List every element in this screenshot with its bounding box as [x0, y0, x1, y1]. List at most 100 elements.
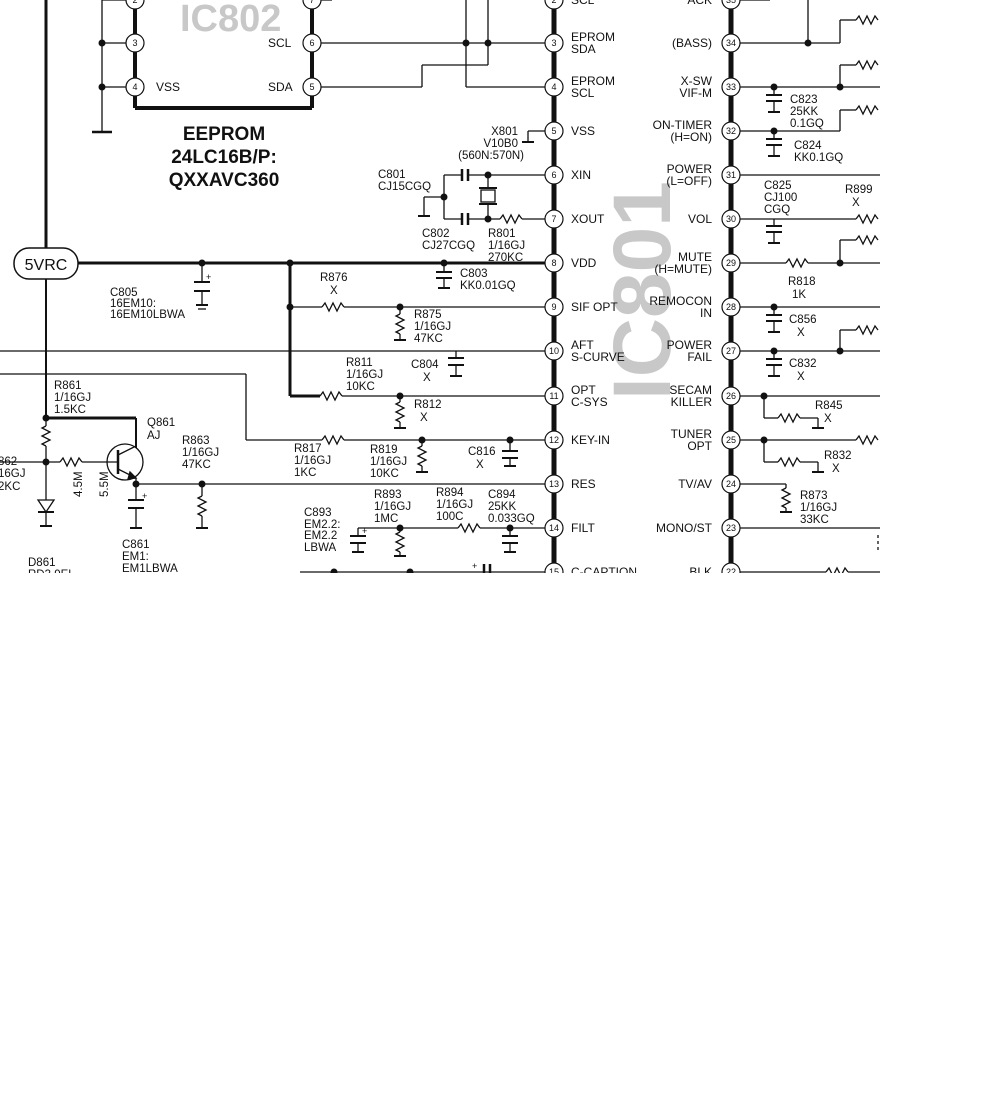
ic801-pin-32-label: (H=ON): [670, 130, 712, 144]
svg-text:+: +: [206, 272, 211, 282]
ic801-pin-34-circle: [721, 33, 741, 53]
r817-label-2: 1KC: [294, 467, 316, 479]
c824-label-0: C824: [794, 140, 822, 152]
ic801-pin-33-circle: [721, 77, 741, 97]
ic801-pin-10-label: S-CURVE: [571, 350, 625, 364]
ic802-pins: SCL SDA VSS: [156, 36, 293, 94]
c823-label-0: C823: [790, 94, 818, 106]
ic801-pin-28-label: IN: [700, 306, 712, 320]
r801-label-0: R801: [488, 228, 516, 240]
x801-label-0: X801: [491, 126, 518, 138]
ic801-pin-29-circle: [721, 253, 741, 273]
c823-label-2: 0.1GQ: [790, 118, 824, 130]
c894-label-2: 0.033GQ: [488, 513, 535, 525]
r893-label-0: R893: [374, 489, 402, 501]
ic801-pin-27-label: FAIL: [687, 350, 712, 364]
r845-label-0: R845: [815, 400, 843, 412]
c832-label-1: X: [797, 371, 805, 383]
r801-label-2: 270KC: [488, 252, 523, 264]
ic801-pin-26-label: KILLER: [671, 395, 713, 409]
r818-label-0: R818: [788, 276, 816, 288]
c801-label-1: CJ15CGQ: [378, 181, 431, 193]
ic801-pin-3-label: EPROM: [571, 30, 615, 44]
ic801-pin-31-number: 31: [726, 170, 736, 180]
ic802-name: IC802: [180, 0, 281, 40]
r861-label-1: 1/16GJ: [54, 392, 91, 404]
d861-label-0: D861: [28, 557, 56, 569]
ic801-pin-2-number: 2: [551, 0, 556, 5]
ic801-pin-32-number: 32: [726, 126, 736, 136]
r819-label-1: 1/16GJ: [370, 456, 407, 468]
ic802-caption-line-2: 24LC16B/P:: [171, 147, 277, 168]
ic801-pin-12-label: KEY-IN: [571, 433, 610, 447]
c816-label-1: X: [476, 459, 484, 471]
ic801-pin-11-number: 11: [549, 391, 558, 401]
ic802-pin-2-number: 2: [132, 0, 137, 5]
ic801-pin-4-label: EPROM: [571, 74, 615, 88]
ic801-pin-14-label: FILT: [571, 521, 595, 535]
r862-label-2: 2KC: [0, 481, 20, 493]
ic801-pin-15-label: C-CAPTION: [571, 565, 637, 579]
ic801-pin-35-circle: [721, 0, 741, 10]
ic801-pin-15-circle: [544, 562, 564, 573]
ic801-pin-2-label: SCL: [571, 0, 595, 7]
c825-label-2: CGQ: [764, 204, 790, 216]
ic801-pin-30-circle: [721, 209, 741, 229]
ic802-pin-3-number: 3: [132, 38, 137, 48]
svg-text:+: +: [472, 561, 477, 571]
r863-label-0: R863: [182, 435, 210, 447]
ic801-pin-5-circle: [544, 121, 564, 141]
ic801-pin-30-label: VOL: [688, 212, 712, 226]
c825-label-1: CJ100: [764, 192, 797, 204]
voltage-4-5m: 4.5M: [73, 471, 85, 497]
ic801-pin-26-number: 26: [726, 391, 736, 401]
c805-label-2: 16EM10LBWA: [110, 309, 185, 321]
r863-label-1: 1/16GJ: [182, 447, 219, 459]
ic801-pin-12-circle: [544, 430, 564, 450]
ic801-pin-11-circle: [544, 386, 564, 406]
x801-label-2: (560N:570N): [458, 150, 524, 162]
c804-label-0: C804: [411, 359, 439, 371]
ic801-pin-6-circle: [544, 165, 564, 185]
ic802-pin-4-number: 4: [132, 82, 137, 92]
r832-label-0: R832: [824, 450, 852, 462]
r899-label-1: X: [852, 197, 860, 209]
ic801-pin-7-circle: [544, 209, 564, 229]
c804-label-1: X: [423, 372, 431, 384]
ic801-pin-22-number: 22: [726, 567, 736, 577]
r873-label-0: R873: [800, 490, 828, 502]
c861-label-2: EM1LBWA: [122, 563, 178, 575]
r899-label-0: R899: [845, 184, 873, 196]
ic801-pin-9-number: 9: [551, 302, 556, 312]
ic801-pin-4-label: SCL: [571, 86, 595, 100]
ic801-pin-3-number: 3: [551, 38, 556, 48]
r876-label-0: R876: [320, 272, 348, 284]
ic802-pin-7-number: 7: [309, 0, 314, 5]
c805-label-1: 16EM10:: [110, 298, 156, 310]
ic801-pin-8-circle: [544, 253, 564, 273]
r845-label-1: X: [824, 413, 832, 425]
ic801-pin-32-circle: [721, 121, 741, 141]
r893-label-2: 1MC: [374, 513, 398, 525]
ic801-pin-10-circle: [544, 341, 564, 361]
ic801-pin-5-number: 5: [551, 126, 556, 136]
ic801-pin-8-label: VDD: [571, 256, 597, 270]
r832-label-1: X: [832, 463, 840, 475]
ic801-pin-33-number: 33: [726, 82, 736, 92]
ic801-pin-30-number: 30: [726, 214, 736, 224]
ic801-pin-27-label: POWER: [667, 338, 713, 352]
r863-label-2: 47KC: [182, 459, 211, 471]
ic802-pin-4-circle: [125, 77, 145, 97]
ic801-pin-7-label: XOUT: [571, 212, 605, 226]
r819-label-0: R819: [370, 444, 398, 456]
ic801-pin-6-number: 6: [551, 170, 556, 180]
c832-label-0: C832: [789, 358, 817, 370]
r812-label-1: X: [420, 412, 428, 424]
c803-label-1: KK0.01GQ: [460, 280, 516, 292]
ic802-pin-6-number: 6: [309, 38, 314, 48]
c856-label-0: C856: [789, 314, 817, 326]
r873-label-2: 33KC: [800, 514, 829, 526]
r875-label-2: 47KC: [414, 333, 443, 345]
ic801-pin-33-label: X-SW: [681, 74, 713, 88]
ic802-pin-7-circle: [302, 0, 322, 10]
